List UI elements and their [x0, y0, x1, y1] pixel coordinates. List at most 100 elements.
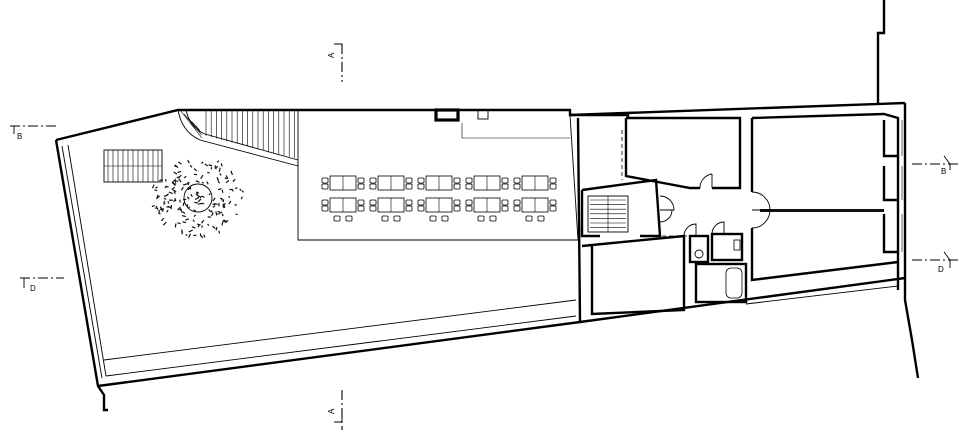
tree-leaf-mark — [203, 234, 206, 238]
tree-leaf-mark — [225, 175, 229, 180]
tree-leaf-mark — [198, 223, 201, 226]
tree-leaf-mark — [195, 193, 199, 195]
stair-tread — [187, 117, 202, 133]
table-groups — [321, 175, 557, 222]
tree-leaf-mark — [186, 196, 190, 200]
tree-leaf-mark — [179, 206, 181, 209]
tree-leaf-mark — [174, 178, 177, 183]
tree-leaf-mark — [215, 226, 218, 231]
tree-leaf-mark — [200, 195, 205, 198]
tree-leaf-mark — [186, 182, 189, 185]
tree-leaf-mark — [224, 220, 229, 224]
garden-stairs — [103, 149, 163, 183]
chair — [417, 177, 425, 184]
chair — [369, 177, 377, 184]
tree-leaf-mark — [214, 202, 218, 206]
chair — [357, 177, 365, 184]
table-group — [513, 175, 557, 222]
chair — [549, 183, 557, 190]
tree-leaf-mark — [215, 165, 219, 170]
chair — [405, 205, 413, 212]
svg-text:D: D — [938, 265, 944, 274]
tree-leaf-mark — [159, 179, 164, 182]
tree-leaf-mark — [172, 189, 177, 193]
tree-leaf-mark — [191, 226, 196, 229]
tree-leaf-mark — [161, 209, 164, 212]
tree-leaf-mark — [160, 217, 165, 222]
tree-leaf-mark — [182, 198, 187, 201]
tree-leaf-mark — [217, 213, 220, 215]
tree-leaf-mark — [190, 193, 193, 197]
tree-leaf-mark — [217, 187, 222, 191]
tree-leaf-mark — [164, 185, 168, 189]
chair — [321, 177, 329, 184]
entrance-stair — [177, 109, 299, 167]
chair — [513, 205, 521, 212]
chair — [501, 199, 509, 206]
tree-leaf-mark — [232, 178, 236, 183]
chair — [525, 215, 533, 222]
tree-leaf-mark — [208, 192, 211, 196]
tree-leaf-mark — [207, 223, 210, 226]
tree-leaf-mark — [212, 197, 216, 202]
chair — [321, 199, 329, 206]
tree-leaf-mark — [218, 167, 221, 172]
chair — [465, 177, 473, 184]
tree-leaf-mark — [204, 163, 209, 167]
chair — [417, 205, 425, 212]
tree-leaf-mark — [221, 189, 224, 194]
tree-leaf-mark — [216, 177, 220, 182]
tree-leaf-mark — [193, 214, 197, 218]
tree-leaf-mark — [198, 202, 203, 205]
chair — [381, 215, 389, 222]
chair — [513, 199, 521, 206]
tree-leaf-mark — [182, 183, 187, 186]
tree-leaf-mark — [228, 200, 232, 205]
tree-leaf-mark — [173, 164, 177, 168]
tree-leaf-mark — [186, 204, 189, 207]
service-core — [570, 113, 748, 323]
tree-leaf-mark — [174, 197, 177, 202]
tree-leaf-mark — [177, 170, 182, 174]
section-marker-d-right: D — [912, 251, 958, 274]
tree-leaf-mark — [201, 181, 204, 184]
tree-leaf-mark — [193, 168, 198, 172]
tree-leaf-mark — [192, 219, 195, 223]
tree-leaf-mark — [208, 209, 212, 213]
tree-leaf-mark — [155, 186, 158, 189]
tree-leaf-mark — [217, 180, 221, 184]
tree-leaf-mark — [177, 208, 180, 211]
tree-leaf-mark — [225, 179, 230, 184]
tree-leaf-mark — [211, 212, 214, 217]
tree-leaf-mark — [185, 218, 190, 221]
chair — [405, 183, 413, 190]
tree-leaf-mark — [165, 193, 169, 197]
tree-leaf-mark — [176, 180, 179, 183]
tree-leaf-mark — [207, 171, 210, 174]
chair — [357, 205, 365, 212]
tree-leaf-mark — [182, 221, 187, 224]
section-marker-d-left: D — [20, 277, 64, 293]
chair — [501, 183, 509, 190]
tree-leaf-mark — [219, 173, 222, 176]
chair — [417, 183, 425, 190]
tree-leaf-mark — [212, 203, 216, 206]
chair — [501, 205, 509, 212]
table-group — [417, 175, 461, 222]
tree-leaf-mark — [189, 186, 192, 190]
chair — [441, 215, 449, 222]
tree-leaf-mark — [201, 202, 205, 205]
tree-leaf-mark — [173, 171, 178, 175]
svg-text:B: B — [941, 167, 946, 176]
tree-leaf-mark — [154, 189, 158, 192]
tree-leaf-mark — [185, 234, 188, 236]
tree-leaf-mark — [177, 161, 182, 165]
chair — [345, 215, 353, 222]
tree-leaf-mark — [197, 198, 202, 203]
tree-leaf-mark — [177, 222, 181, 225]
tree-leaf-mark — [178, 174, 182, 179]
tree-leaf-mark — [162, 221, 167, 226]
chair — [321, 183, 329, 190]
tree-leaf-mark — [156, 207, 159, 210]
chair — [369, 199, 377, 206]
